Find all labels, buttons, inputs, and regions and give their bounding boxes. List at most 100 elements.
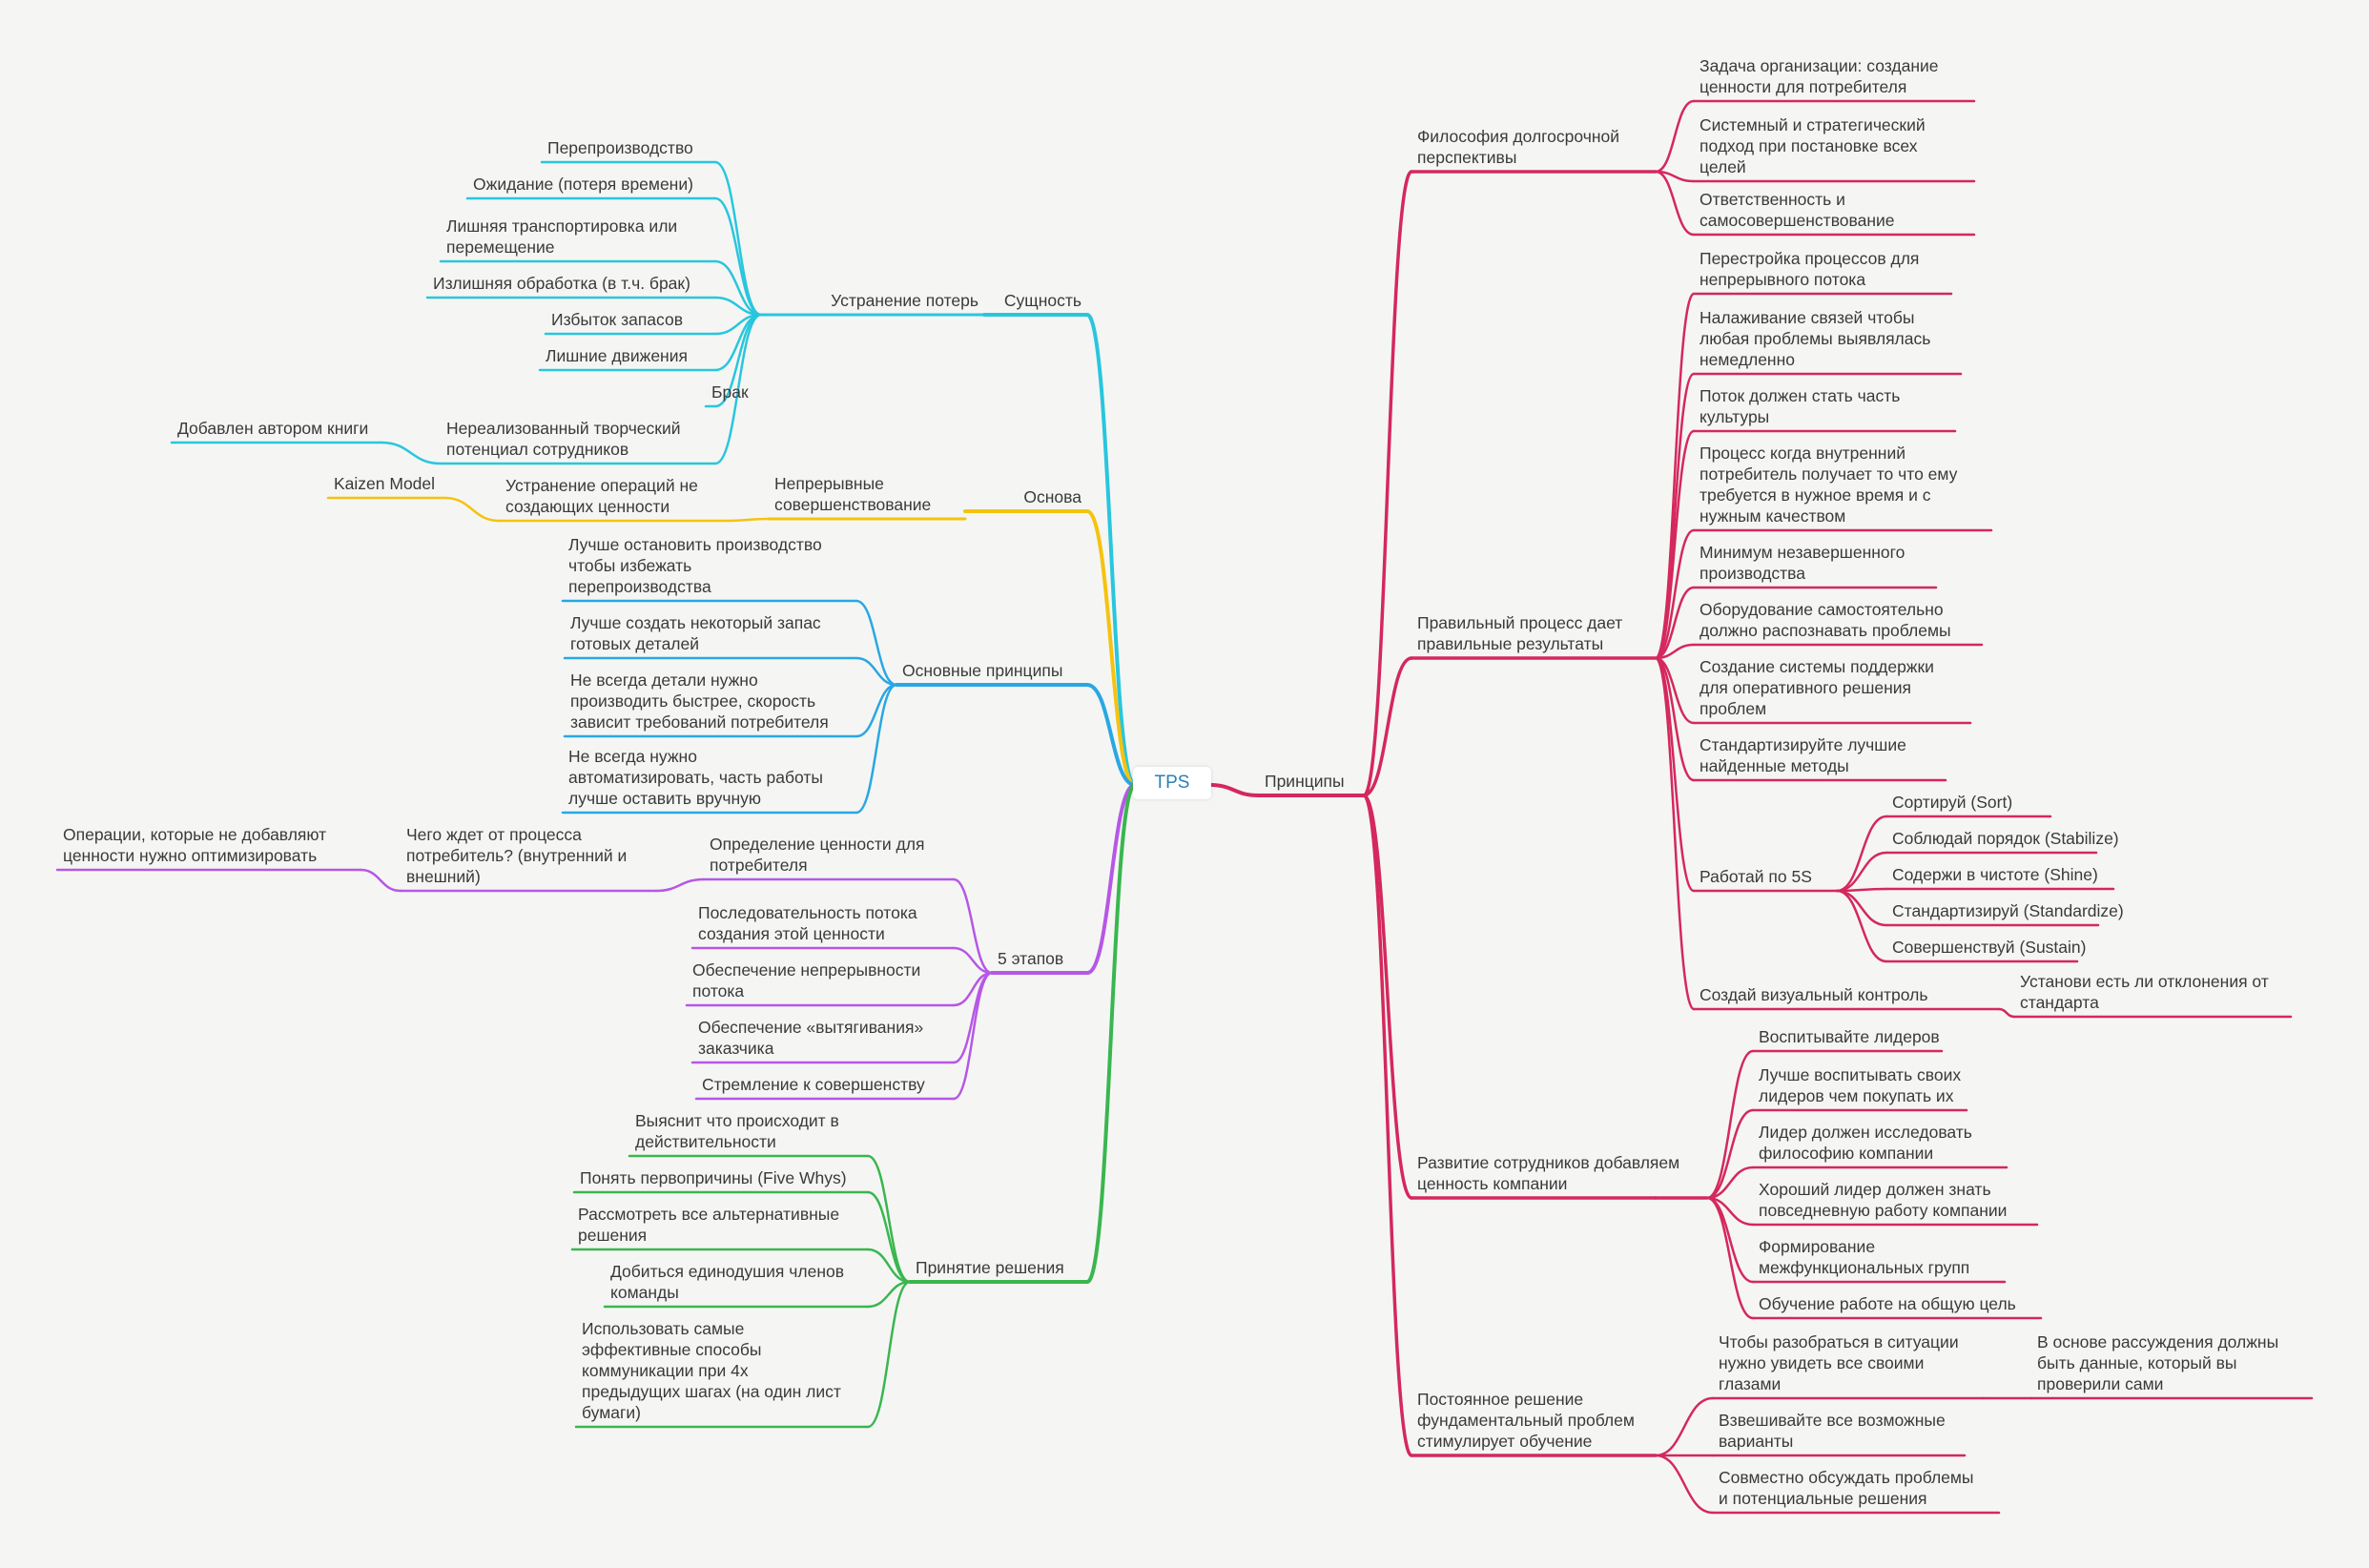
loss-item-5[interactable]: Лишние движения xyxy=(546,346,688,365)
principle-item-0[interactable]: Лучше остановить производство чтобы избе… xyxy=(568,535,822,596)
topic-five-s[interactable]: Работай по 5S xyxy=(1700,867,1812,886)
edge-loss-item-0 xyxy=(713,160,763,317)
topic-principy[interactable]: Принципы xyxy=(1265,772,1345,791)
five-s-item-2[interactable]: Содержи в чистоте (Shine) xyxy=(1892,865,2098,884)
topic-nepreryvnye[interactable]: Непрерывные совершенствование xyxy=(774,474,932,514)
edge-five-s-item-4 xyxy=(1835,889,1888,963)
stage-question-note[interactable]: Операции, которые не добавляют ценности … xyxy=(63,825,327,865)
development-item-0[interactable]: Воспитывайте лидеров xyxy=(1759,1027,1940,1046)
edge-five-s xyxy=(1654,656,1696,893)
stage-item-1[interactable]: Последовательность потока создания этой … xyxy=(698,903,917,943)
edge-decision-item-0 xyxy=(866,1154,912,1284)
topic-visual-control[interactable]: Создай визуальный контроль xyxy=(1700,985,1928,1004)
edge-process-item-1 xyxy=(1654,372,1696,660)
topic-razvitie[interactable]: Развитие сотрудников добавляем ценность … xyxy=(1417,1153,1680,1193)
five-s-item-4[interactable]: Совершенствуй (Sustain) xyxy=(1892,938,2087,957)
process-item-4[interactable]: Минимум незавершенного производства xyxy=(1700,543,1906,583)
edge-osnovnye-principy xyxy=(1085,683,1137,787)
topic-osnovnye-principy[interactable]: Основные принципы xyxy=(902,661,1063,680)
edge-topic-razvitie xyxy=(1362,794,1413,1200)
loss-note[interactable]: Добавлен автором книги xyxy=(177,419,369,438)
stage-question[interactable]: Чего ждет от процесса потребитель? (внут… xyxy=(406,825,628,886)
loss-item-2[interactable]: Лишняя транспортировка или перемещение xyxy=(446,217,678,257)
decision-item-4[interactable]: Использовать самые эффективные способы к… xyxy=(582,1319,841,1422)
edge-process-item-4 xyxy=(1654,586,1696,660)
topic-osnova[interactable]: Основа xyxy=(1023,487,1082,506)
edge-philosophy-item-0 xyxy=(1654,99,1696,174)
loss-item-3[interactable]: Излишняя обработка (в т.ч. брак) xyxy=(433,274,690,293)
loss-item-7[interactable]: Нереализованный творческий потенциал сот… xyxy=(446,419,681,459)
problem-solving-item-2[interactable]: Совместно обсуждать проблемы и потенциал… xyxy=(1719,1468,1974,1508)
topic-ustranenie-poter[interactable]: Устранение потерь xyxy=(831,291,978,310)
edge-pyat-etapov xyxy=(1085,783,1137,975)
development-item-1[interactable]: Лучше воспитывать своих лидеров чем поку… xyxy=(1759,1065,1962,1105)
process-item-0[interactable]: Перестройка процессов для непрерывного п… xyxy=(1700,249,1920,289)
edge-decision-item-2 xyxy=(866,1248,912,1284)
principle-item-2[interactable]: Не всегда детали нужно производить быстр… xyxy=(570,671,829,732)
edge-stage-question-note xyxy=(359,868,402,893)
decision-item-3[interactable]: Добиться единодушия членов команды xyxy=(610,1262,845,1302)
edge-principle-item-1 xyxy=(855,656,898,687)
edge-prinyatie-resheniya xyxy=(1085,783,1137,1284)
edge-decision-item-3 xyxy=(866,1280,912,1309)
kaizen-note[interactable]: Kaizen Model xyxy=(334,474,436,493)
stage-item-4[interactable]: Стремление к совершенству xyxy=(702,1075,925,1094)
process-item-7[interactable]: Стандартизируйте лучшие найденные методы xyxy=(1700,735,1906,775)
principle-item-3[interactable]: Не всегда нужно автоматизировать, часть … xyxy=(568,747,823,808)
stage-item-0[interactable]: Определение ценности для потребителя xyxy=(710,835,925,875)
topic-filosofiya[interactable]: Философия долгосрочной перспективы xyxy=(1417,127,1620,167)
edge-loss-item-7 xyxy=(713,313,763,465)
process-item-1[interactable]: Налаживание связей чтобы любая проблемы … xyxy=(1700,308,1931,369)
edge-five-s-item-1 xyxy=(1835,851,1888,893)
decision-item-2[interactable]: Рассмотреть все альтернативные решения xyxy=(578,1205,840,1245)
five-s-item-0[interactable]: Сортируй (Sort) xyxy=(1892,793,2013,812)
edge-five-s-item-3 xyxy=(1835,889,1888,927)
development-item-3[interactable]: Хороший лидер должен знать повседневную … xyxy=(1759,1180,2008,1220)
decision-item-0[interactable]: Выяснит что происходит в действительност… xyxy=(635,1111,839,1151)
stage-item-3[interactable]: Обеспечение «вытягивания» заказчика xyxy=(698,1018,924,1058)
edge-visual-control xyxy=(1654,656,1696,1011)
topic-sushchnost[interactable]: Сущность xyxy=(1003,291,1082,310)
five-s-item-3[interactable]: Стандартизируй (Standardize) xyxy=(1892,901,2124,920)
visual-control-child[interactable]: Установи есть ли отклонения от стандарта xyxy=(2020,972,2269,1012)
root-node-label: TPS xyxy=(1154,773,1190,793)
loss-item-0[interactable]: Перепроизводство xyxy=(547,138,693,157)
development-item-5[interactable]: Обучение работе на общую цель xyxy=(1759,1294,2016,1313)
edge-development-item-1 xyxy=(1705,1108,1755,1200)
five-s-item-1[interactable]: Соблюдай порядок (Stabilize) xyxy=(1892,829,2119,848)
loss-item-6[interactable]: Брак xyxy=(711,382,749,402)
topic-pyat-etapov[interactable]: 5 этапов xyxy=(998,949,1064,968)
philosophy-item-0[interactable]: Задача организации: создание ценности дл… xyxy=(1700,56,1939,96)
edge-osnova xyxy=(1085,509,1137,787)
problem-solving-item-1[interactable]: Взвешивайте все возможные варианты xyxy=(1719,1411,1946,1451)
topic-process[interactable]: Правильный процесс дает правильные резул… xyxy=(1417,613,1623,653)
edge-principle-item-2 xyxy=(855,683,898,738)
edge-development-item-0 xyxy=(1705,1049,1755,1200)
edge-ustranenie-operaciy xyxy=(725,517,771,523)
problem-solving-item-0[interactable]: Чтобы разобраться в ситуации нужно увиде… xyxy=(1719,1332,1959,1393)
development-item-4[interactable]: Формирование межфункциональных групп xyxy=(1759,1237,1970,1277)
development-item-2[interactable]: Лидер должен исследовать философию компа… xyxy=(1759,1123,1972,1163)
loss-item-4[interactable]: Избыток запасов xyxy=(551,310,684,329)
edge-loss-note xyxy=(380,441,443,465)
process-item-3[interactable]: Процесс когда внутренний потребитель пол… xyxy=(1700,444,1958,526)
process-item-5[interactable]: Оборудование самостоятельно должно распо… xyxy=(1700,600,1951,640)
decision-item-1[interactable]: Понять первопричины (Five Whys) xyxy=(580,1168,847,1187)
philosophy-item-2[interactable]: Ответственность и самосовершенствование xyxy=(1700,190,1895,230)
edge-principle-item-3 xyxy=(855,683,898,815)
topic-reshenie[interactable]: Постоянное решение фундаментальный пробл… xyxy=(1417,1390,1635,1451)
process-item-2[interactable]: Поток должен стать часть культуры xyxy=(1700,386,1901,426)
edge-stage-item-3 xyxy=(952,971,994,1064)
philosophy-item-1[interactable]: Системный и стратегический подход при по… xyxy=(1700,115,1926,176)
edge-kaizen xyxy=(443,496,502,523)
topic-ustranenie-operaciy[interactable]: Устранение операций не создающих ценност… xyxy=(505,476,698,516)
edge-process-item-7 xyxy=(1654,656,1696,782)
process-item-6[interactable]: Создание системы поддержки для оперативн… xyxy=(1700,657,1934,718)
root-node[interactable]: TPS xyxy=(1133,767,1211,799)
loss-item-1[interactable]: Ожидание (потеря времени) xyxy=(473,175,693,194)
problem-solving-note[interactable]: В основе рассуждения должны быть данные,… xyxy=(2037,1332,2279,1393)
topic-prinyatie-resheniya[interactable]: Принятие решения xyxy=(916,1258,1064,1277)
stage-item-2[interactable]: Обеспечение непрерывности потока xyxy=(692,960,921,1001)
principle-item-1[interactable]: Лучше создать некоторый запас готовых де… xyxy=(570,613,821,653)
